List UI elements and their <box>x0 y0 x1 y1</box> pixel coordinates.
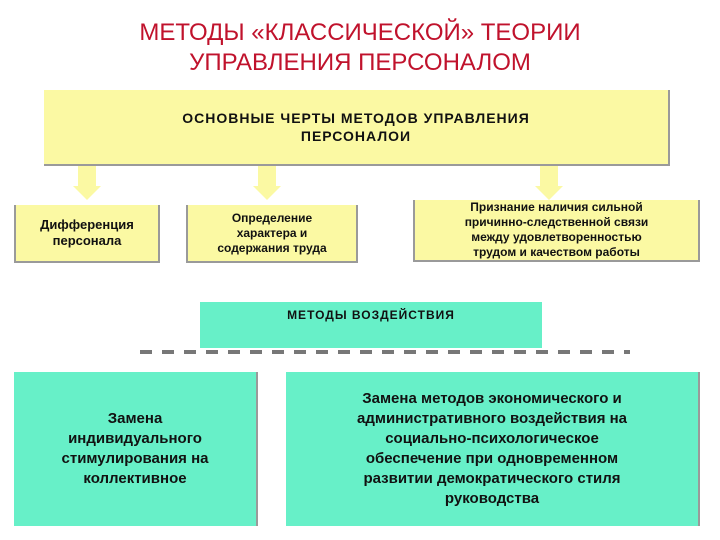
method-2-line-5: развитии демократического стиля <box>363 470 621 487</box>
method-1-line-3: стимулирования на <box>61 450 209 467</box>
feature-3-line-4: трудом и качеством работы <box>473 245 640 259</box>
arrow-2-head <box>253 186 281 200</box>
title-line-1: МЕТОДЫ «КЛАССИЧЕСКОЙ» ТЕОРИИ <box>139 19 581 46</box>
title-line-2: УПРАВЛЕНИЯ ПЕРСОНАЛОМ <box>189 49 531 76</box>
feature-2-line-2: характера и <box>236 225 308 240</box>
feature-1-line-2: персонала <box>52 233 122 248</box>
feature-box-3: Признание наличия сильной причинно-следс… <box>413 200 700 262</box>
feature-3-line-3: между удовлетворенностью <box>471 230 642 244</box>
feature-2-line-3: содержания труда <box>217 240 327 255</box>
arrow-3-head <box>535 186 563 200</box>
feature-box-2: Определение характера и содержания труда <box>186 205 358 263</box>
method-2-line-4: обеспечение при одновременном <box>365 450 619 467</box>
method-box-2: Замена методов экономического и админист… <box>286 372 700 526</box>
feature-2-line-1: Определение <box>231 210 313 225</box>
arrow-1 <box>78 166 96 186</box>
method-2-line-1: Замена методов экономического и <box>362 390 622 407</box>
feature-1-line-1: Дифференция <box>40 217 134 232</box>
method-1-line-2: индивидуального <box>68 430 202 447</box>
dashed-separator <box>140 350 630 354</box>
methods-stem <box>200 328 542 348</box>
feature-3-line-1: Признание наличия сильной <box>470 200 643 214</box>
arrow-3 <box>540 166 558 186</box>
feature-3-line-2: причинно-следственной связи <box>464 215 649 229</box>
main-features-line-1: ОСНОВНЫЕ ЧЕРТЫ МЕТОДОВ УПРАВЛЕНИЯ <box>182 110 530 126</box>
main-features-line-2: ПЕРСОНАЛОИ <box>300 128 412 144</box>
main-features-box: ОСНОВНЫЕ ЧЕРТЫ МЕТОДОВ УПРАВЛЕНИЯ ПЕРСОН… <box>44 90 670 166</box>
method-2-line-2: административного воздействия на <box>356 410 628 427</box>
arrow-1-head <box>73 186 101 200</box>
page-title: МЕТОДЫ «КЛАССИЧЕСКОЙ» ТЕОРИИ УПРАВЛЕНИЯ … <box>0 18 720 78</box>
arrow-2 <box>258 166 276 186</box>
feature-box-1: Дифференция персонала <box>14 205 160 263</box>
methods-box: МЕТОДЫ ВОЗДЕЙСТВИЯ <box>200 302 542 328</box>
methods-label: МЕТОДЫ ВОЗДЕЙСТВИЯ <box>287 308 455 322</box>
method-1-line-1: Замена <box>107 410 163 427</box>
method-1-line-4: коллективное <box>83 470 187 487</box>
method-2-line-3: социально-психологическое <box>385 430 599 447</box>
method-box-1: Замена индивидуального стимулирования на… <box>14 372 258 526</box>
method-2-line-6: руководства <box>444 490 540 507</box>
